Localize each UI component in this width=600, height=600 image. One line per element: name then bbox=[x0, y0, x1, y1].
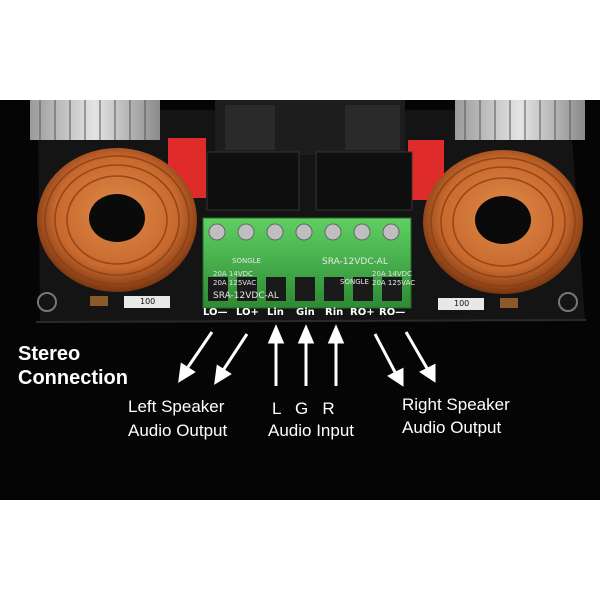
relay-right-model: SRA-12VDC-AL bbox=[322, 257, 388, 267]
resistor-left-label: 100 bbox=[140, 297, 156, 306]
connection-arrows bbox=[178, 324, 436, 387]
arrow-ro-minus bbox=[419, 363, 436, 383]
resistor-left bbox=[124, 296, 170, 308]
pin-label-lo-minus: LO— bbox=[203, 307, 228, 318]
pin-label-ro-minus: RO— bbox=[379, 307, 406, 318]
arrow-gin bbox=[297, 324, 315, 344]
stereo-caption-line1: Stereo bbox=[18, 343, 81, 365]
terminal-block bbox=[202, 217, 412, 309]
pin-label-rin: Rin bbox=[325, 307, 344, 318]
resistor-right-label: 100 bbox=[454, 299, 470, 308]
relay-right-rating2: 20A 125VAC bbox=[372, 279, 416, 287]
heatsink-left bbox=[30, 100, 160, 140]
right-speaker-caption-line2: Audio Output bbox=[402, 418, 502, 437]
pin-label-ro-plus: RO+ bbox=[350, 307, 375, 318]
pin-label-lin: Lin bbox=[267, 307, 284, 318]
arrow-ro-plus bbox=[387, 367, 404, 387]
stereo-caption-line2: Connection bbox=[18, 367, 128, 389]
resistor-right bbox=[438, 298, 484, 310]
arrow-lin bbox=[267, 324, 285, 344]
heatsink-right bbox=[455, 100, 585, 140]
right-speaker-caption-line1: Right Speaker bbox=[402, 395, 510, 414]
arrow-rin bbox=[327, 324, 345, 344]
pin-label-lo-plus: LO+ bbox=[236, 307, 259, 318]
arrow-lo-minus bbox=[178, 362, 196, 383]
mount-hole-left bbox=[37, 292, 57, 312]
smd-component-right bbox=[500, 298, 518, 308]
pin-label-gin: Gin bbox=[296, 307, 315, 318]
relay-right bbox=[315, 151, 413, 211]
relay-right-brand: SONGLE bbox=[340, 278, 369, 286]
left-speaker-caption-line2: Audio Output bbox=[128, 421, 228, 440]
relay-left-brand: SONGLE bbox=[232, 257, 261, 265]
arrow-lo-plus bbox=[214, 364, 232, 385]
relay-left-rating2: 20A 125VAC bbox=[213, 279, 257, 287]
amplifier-board-photo: SONGLE 20A 14VDC 20A 125VAC SRA-12VDC-AL… bbox=[0, 100, 600, 500]
mount-hole-right bbox=[558, 292, 578, 312]
audio-input-letters: L G R bbox=[272, 399, 335, 418]
relay-left-rating1: 20A 14VDC bbox=[213, 270, 253, 278]
audio-input-caption: Audio Input bbox=[268, 421, 355, 440]
inductor-coil-right bbox=[423, 150, 583, 294]
relay-left bbox=[206, 151, 300, 211]
inductor-coil-left bbox=[37, 148, 197, 292]
left-speaker-caption-line1: Left Speaker bbox=[128, 397, 225, 416]
smd-component-left bbox=[90, 296, 108, 306]
relay-right-rating1: 20A 14VDC bbox=[372, 270, 412, 278]
board-illustration bbox=[30, 100, 587, 387]
relay-left-model: SRA-12VDC-AL bbox=[213, 291, 279, 301]
